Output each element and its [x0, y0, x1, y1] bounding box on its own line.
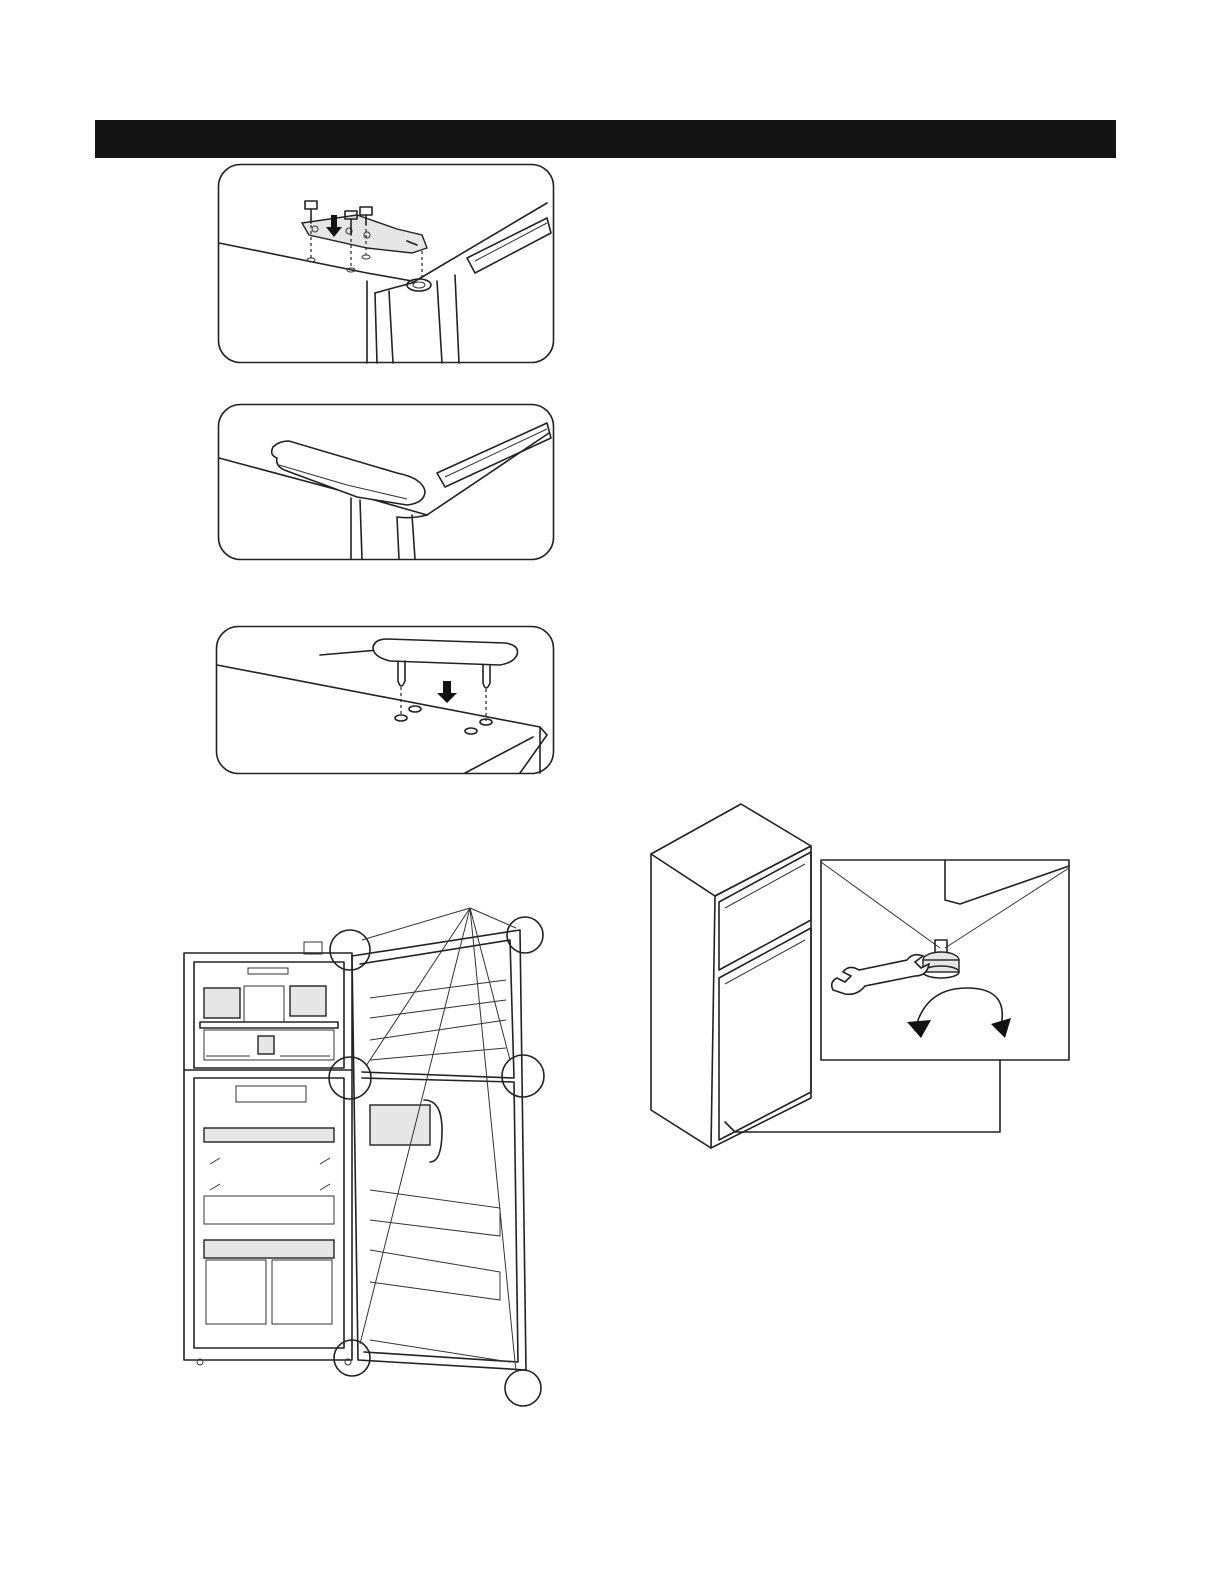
- section-header-bar: [95, 120, 1116, 158]
- figure-hinge-cover: [217, 403, 555, 561]
- figure-leveling-foot: [645, 800, 1075, 1152]
- figure-center-hinge-cover: [215, 625, 555, 775]
- figure-door-open-interior: [180, 900, 560, 1410]
- figure-top-hinge-install: [217, 163, 555, 364]
